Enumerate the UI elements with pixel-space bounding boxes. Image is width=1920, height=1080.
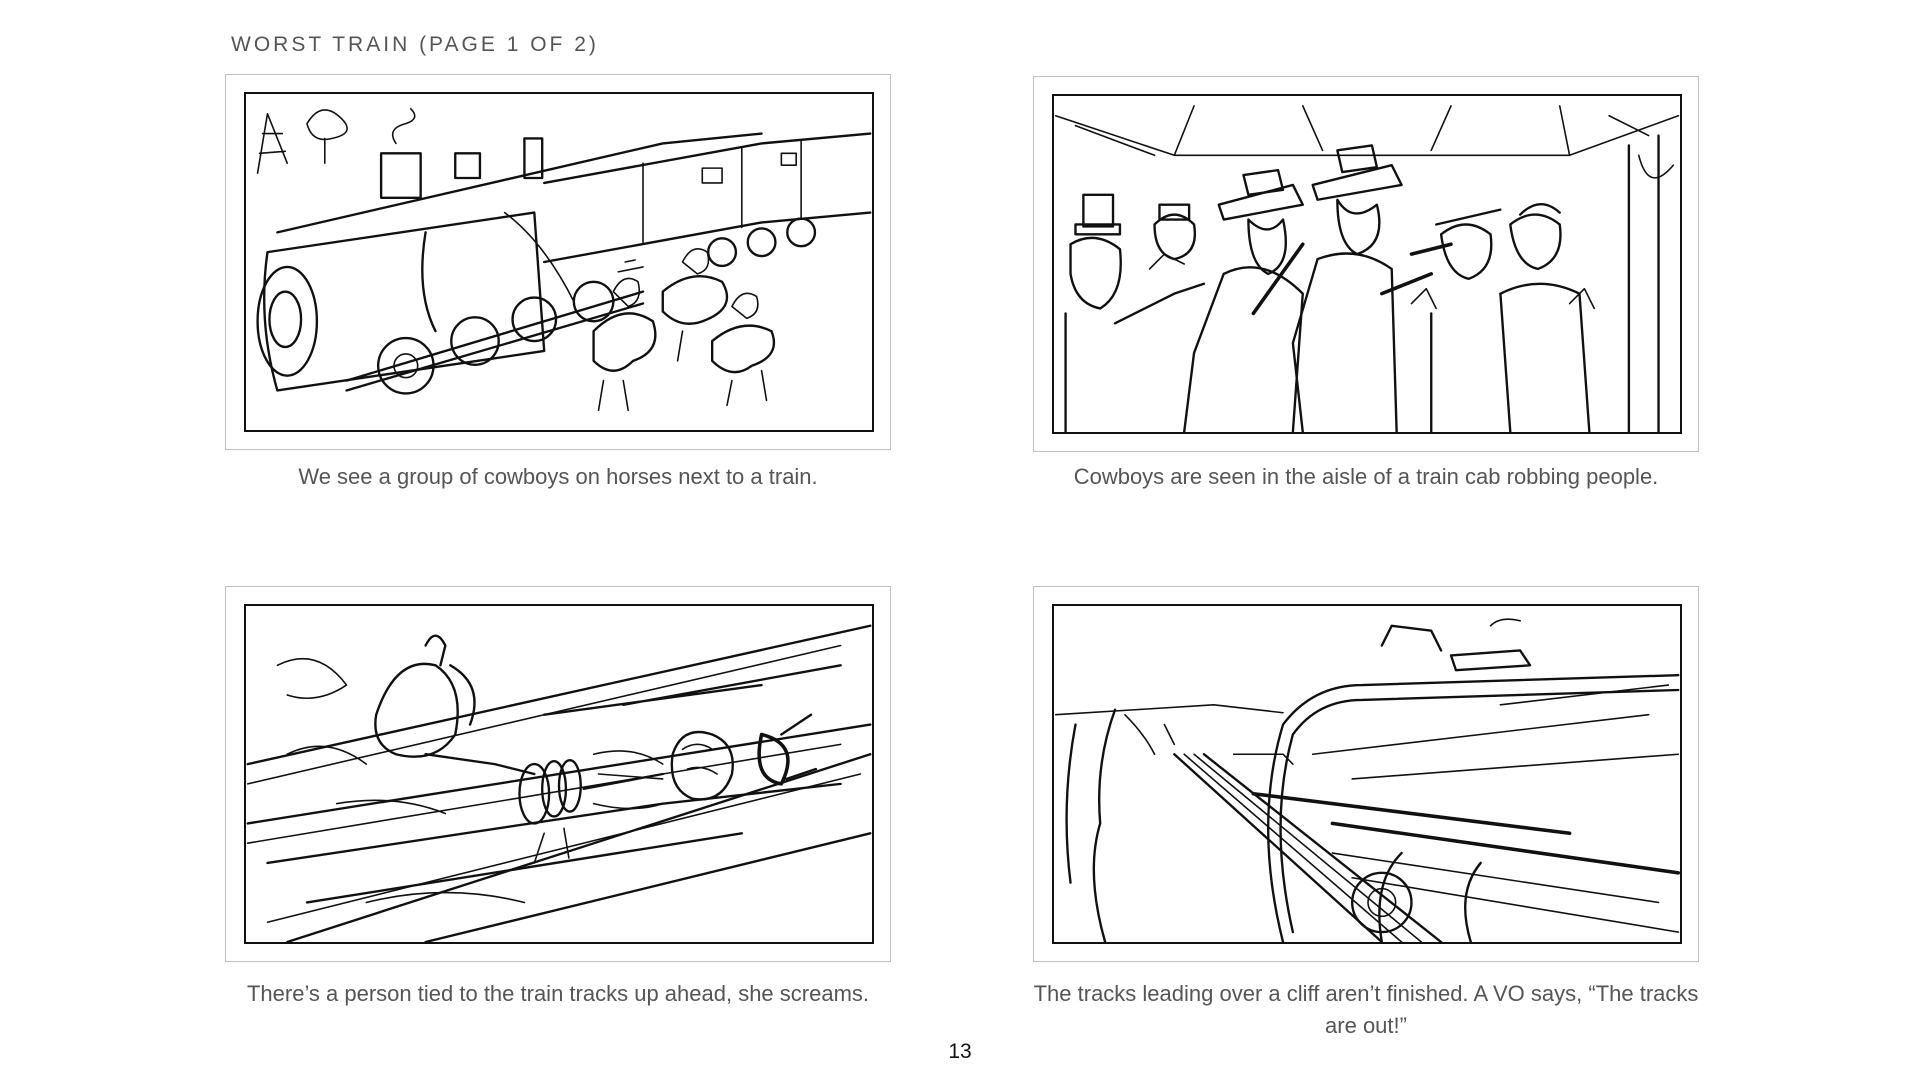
train-with-cowboys-sketch xyxy=(256,108,872,412)
storyboard-panel-2 xyxy=(1033,76,1699,452)
storyboard-panel-4 xyxy=(1033,586,1699,962)
tracks-over-cliff-sketch xyxy=(1054,618,1680,942)
panel-1-sketch xyxy=(244,92,874,432)
storyboard-panel-3 xyxy=(225,586,891,962)
train-cab-robbery-sketch xyxy=(1054,105,1680,432)
panel-4-sketch xyxy=(1052,604,1682,944)
panel-3-sketch xyxy=(244,604,874,944)
panel-4-caption: The tracks leading over a cliff aren’t f… xyxy=(1033,981,1699,1038)
panel-2-sketch xyxy=(1052,94,1682,434)
page-title: WORST TRAIN (PAGE 1 OF 2) xyxy=(231,33,599,56)
page-number: 13 xyxy=(948,1040,972,1063)
person-tied-to-tracks-sketch xyxy=(246,624,872,942)
panel-2-caption: Cowboys are seen in the aisle of a train… xyxy=(1073,464,1659,489)
panel-1-caption: We see a group of cowboys on horses next… xyxy=(298,464,818,489)
panel-3-caption: There’s a person tied to the train track… xyxy=(246,981,870,1006)
storyboard-panel-1 xyxy=(225,74,891,450)
